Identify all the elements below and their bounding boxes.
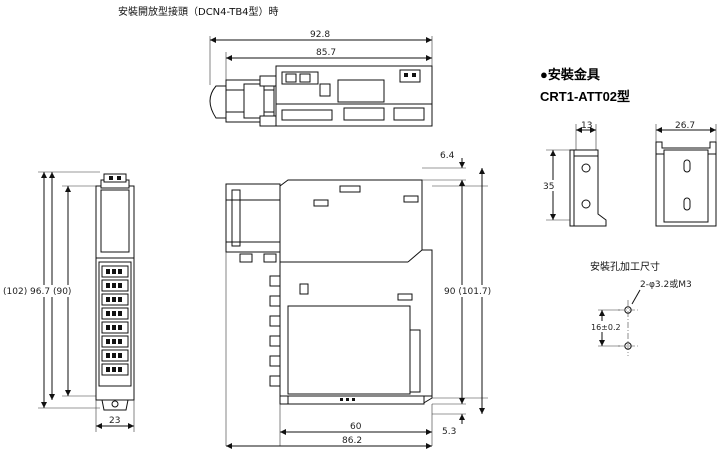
dim-bracket-height: 35 [543, 182, 554, 192]
front-terminals [98, 261, 132, 387]
dim-top-width-outer: 92.8 [310, 30, 330, 40]
dim-bracket-width-2: 26.7 [675, 121, 695, 131]
mount-hole-title: 安裝孔加工尺寸 [590, 260, 660, 273]
dim-front-width: 23 [109, 416, 120, 426]
dim-side-top-offset: 6.4 [440, 151, 455, 161]
top-view-title: 安裝開放型接頭（DCN4-TB4型）時 [118, 5, 279, 18]
dim-side-height: 90 (101.7) [444, 287, 491, 297]
dim-side-width-inner: 60 [350, 422, 362, 432]
dim-side-width-outer: 86.2 [342, 436, 362, 446]
bracket-model: CRT1-ATT02型 [540, 89, 630, 104]
top-view: 92.8 85.7 [209, 30, 433, 127]
dim-top-width-inner: 85.7 [316, 48, 336, 58]
dim-hole-pitch: 16±0.2 [591, 323, 621, 332]
dim-side-bottom-offset: 5.3 [442, 427, 456, 437]
dim-bracket-width-1: 13 [581, 121, 592, 131]
side-view: 6.4 90 (101.7) 5.3 60 86.2 [225, 151, 494, 449]
bracket-views: 13 35 26.7 [541, 121, 717, 227]
bracket-heading: ●安裝金具 [540, 67, 600, 82]
mount-hole-diagram: 2-φ3.2或M3 16±0.2 [590, 278, 692, 356]
front-view: (102) 96.7 (90) 23 [2, 171, 135, 432]
dim-front-height: (102) 96.7 (90) [3, 287, 71, 297]
dim-hole-spec: 2-φ3.2或M3 [640, 278, 692, 290]
